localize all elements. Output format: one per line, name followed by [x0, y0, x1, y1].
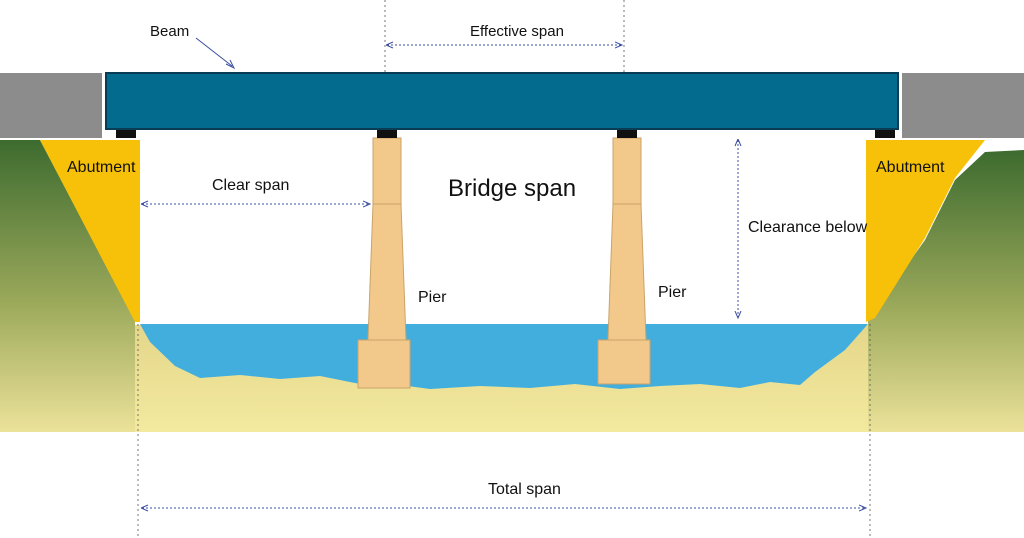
beam [105, 72, 899, 130]
pier-left [357, 137, 411, 389]
abutment-left-label: Abutment [67, 159, 136, 176]
clear-span-label: Clear span [212, 177, 289, 194]
effective-span-label: Effective span [470, 23, 564, 40]
total-span-label: Total span [488, 481, 561, 498]
approach-slab-left [0, 73, 102, 138]
bridge-span-label: Bridge span [448, 175, 576, 202]
bearing-3 [617, 128, 637, 138]
pier-left-label: Pier [418, 289, 447, 306]
beam-label: Beam [150, 23, 189, 40]
abutment-right-label: Abutment [876, 159, 945, 176]
pier-right [597, 137, 651, 385]
river-water [140, 324, 868, 389]
clearance-below-label: Clearance below [748, 219, 868, 236]
abutment-left [40, 140, 140, 322]
beam-leader [195, 37, 233, 67]
beam-leader-arrowhead [225, 59, 236, 70]
bearing-2 [377, 128, 397, 138]
approach-slab-right [902, 73, 1024, 138]
right-bank [868, 150, 1024, 432]
pier-right-label: Pier [658, 284, 687, 301]
left-bank [0, 140, 135, 432]
abutment-right [866, 140, 985, 322]
bearing-4 [875, 128, 895, 138]
bearing-1 [116, 128, 136, 138]
